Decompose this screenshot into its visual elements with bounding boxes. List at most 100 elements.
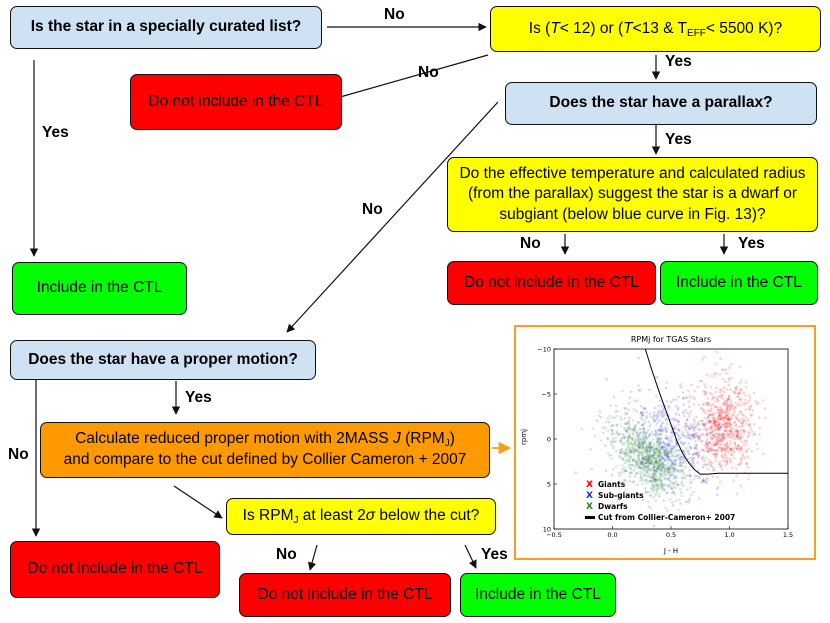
scatter-point [674,412,678,416]
scatter-point [723,446,727,450]
scatter-point [669,480,673,483]
scatter-point [711,437,714,440]
scatter-point [659,478,662,482]
scatter-point [601,426,605,429]
scatter-point [648,458,651,462]
scatter-point [646,458,650,461]
scatter-point [724,380,727,384]
scatter-point [646,463,650,467]
scatter-point [662,407,665,410]
scatter-point [631,438,635,442]
scatter-point [718,373,722,376]
scatter-point [650,462,653,465]
scatter-point [728,388,732,391]
scatter-point [648,457,652,461]
scatter-point [580,427,583,431]
scatter-point [706,416,710,419]
scatter-point [717,412,721,416]
scatter-point [720,446,724,450]
scatter-point [658,409,661,412]
scatter-point [653,450,657,454]
scatter-point [712,422,716,425]
scatter-point [695,444,698,447]
scatter-point [663,460,667,463]
scatter-point [624,455,627,458]
scatter-point [668,442,671,446]
scatter-point [688,436,691,439]
scatter-point [646,458,649,462]
scatter-point [692,433,696,436]
scatter-point [674,431,677,435]
scatter-point [641,442,645,446]
scatter-point [661,446,664,449]
scatter-point [692,429,696,432]
scatter-point [730,362,733,366]
scatter-point [606,429,610,432]
scatter-point [639,479,642,482]
scatter-point [670,451,673,454]
scatter-point [745,462,749,465]
scatter-point [655,485,658,488]
scatter-point [625,429,628,433]
scatter-point [606,451,610,455]
scatter-point [621,390,624,393]
scatter-point [619,418,623,421]
scatter-point [650,459,654,462]
scatter-point [668,476,671,480]
scatter-point [687,400,690,403]
scatter-point [682,403,685,406]
scatter-point [722,410,726,414]
scatter-point [641,479,645,482]
scatter-point [729,400,733,404]
scatter-point [636,437,640,440]
scatter-point [656,482,659,485]
scatter-point [740,435,744,438]
scatter-point [667,471,670,474]
scatter-point [663,463,666,467]
scatter-point [633,457,636,460]
scatter-point [729,453,733,456]
scatter-point [724,451,727,455]
scatter-point [673,492,676,496]
scatter-point [629,443,633,446]
scatter-point [627,458,631,462]
scatter-point [621,456,624,460]
scatter-point [716,398,719,401]
scatter-point [704,390,707,394]
scatter-point [737,419,741,422]
scatter-point [598,414,601,417]
scatter-point [623,453,626,456]
scatter-point [656,464,660,467]
scatter-point [729,405,732,409]
scatter-point [646,450,650,453]
scatter-point [661,484,665,487]
scatter-point [604,420,608,424]
x-tick-label: 1.5 [783,531,793,539]
scatter-point [715,449,719,452]
scatter-point [652,485,655,489]
scatter-point [639,437,643,441]
scatter-point [648,448,652,452]
scatter-point [640,460,644,464]
scatter-point [705,373,708,376]
rpm-question-text: Is RPMJ at least 2σ below the cut? [242,507,480,526]
scatter-point [665,423,669,426]
scatter-point [607,420,611,424]
scatter-point [739,447,743,451]
scatter-point [638,431,642,435]
scatter-point [746,455,749,458]
scatter-point [675,458,678,462]
scatter-point [693,397,696,400]
scatter-point [655,466,659,469]
scatter-point [746,418,750,422]
scatter-point [641,423,645,427]
scatter-point [629,463,633,467]
scatter-point [630,446,634,450]
scatter-point [666,399,669,403]
scatter-point [728,397,731,401]
scatter-point [675,442,678,446]
scatter-point [736,413,740,417]
scatter-point [639,439,642,442]
scatter-point [733,442,737,445]
scatter-point [625,448,628,451]
